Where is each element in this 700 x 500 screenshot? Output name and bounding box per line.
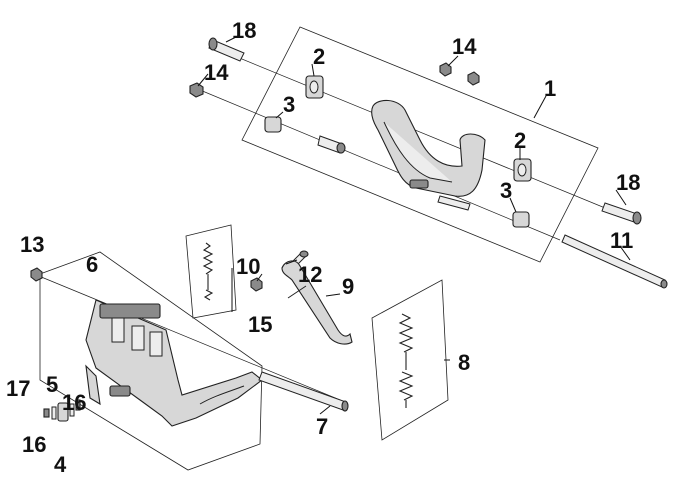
upper-assembly	[189, 26, 668, 289]
spring-8-frame	[371, 279, 449, 441]
callout-5: 5	[46, 372, 58, 397]
leader-lines	[197, 35, 631, 415]
callout-labels: 18 14 2 3 14 1 2 3 18 11 13 6 10 12 9 15…	[6, 18, 640, 477]
side-stand-9	[281, 260, 353, 345]
nut-15	[250, 277, 263, 292]
bushing-2-left	[305, 75, 324, 99]
collar-3-right	[512, 211, 530, 228]
callout-4: 4	[54, 452, 67, 477]
callout-18-right: 18	[616, 170, 640, 195]
callout-1: 1	[544, 76, 556, 101]
callout-2-top: 2	[313, 44, 325, 69]
nut-14-right	[439, 62, 480, 86]
pivot-bracket	[371, 99, 486, 211]
callout-8: 8	[458, 350, 470, 375]
callout-7: 7	[316, 414, 328, 439]
callout-17: 17	[6, 376, 30, 401]
spring-10	[202, 242, 214, 301]
callout-18-top-left: 18	[232, 18, 256, 43]
axle-11	[561, 234, 668, 289]
spring-8	[398, 313, 414, 408]
center-stand-6	[85, 299, 263, 427]
small-parts-cluster	[43, 399, 81, 422]
upper-assembly-frame	[241, 26, 599, 263]
callout-3-right: 3	[500, 178, 512, 203]
callout-11: 11	[610, 228, 633, 253]
callout-14-top-left: 14	[204, 60, 229, 85]
washer-16-right	[69, 403, 75, 417]
callout-14-top-right: 14	[452, 34, 477, 59]
callout-6: 6	[86, 252, 98, 277]
spacer-left	[317, 135, 346, 154]
callout-12: 12	[298, 262, 322, 287]
pin-17	[43, 408, 50, 418]
lower-assembly-frame	[39, 251, 263, 471]
callout-13: 13	[20, 232, 44, 257]
bolt-18-right	[601, 202, 642, 225]
callout-10: 10	[236, 254, 260, 279]
bolt-18-left	[208, 37, 245, 62]
callout-15: 15	[248, 312, 272, 337]
upper-axis-guide-2	[199, 89, 561, 241]
callout-16-lower: 16	[22, 432, 46, 457]
shaft-7	[258, 371, 349, 412]
collar-3-left	[264, 116, 282, 133]
lower-axis-guide	[33, 273, 346, 403]
washer-16-left	[51, 406, 57, 420]
nut-14-left	[189, 82, 204, 98]
collar-4	[57, 402, 69, 422]
callout-16-upper: 16	[62, 390, 86, 415]
callout-9: 9	[342, 274, 354, 299]
callout-3-top: 3	[283, 92, 295, 117]
spring-10-frame	[185, 224, 237, 319]
lower-assembly	[30, 251, 349, 471]
clip-5	[75, 399, 81, 411]
callout-2-right: 2	[514, 128, 526, 153]
nut-13	[30, 267, 43, 282]
side-stand-detail	[185, 224, 449, 441]
bushing-2-right	[513, 158, 532, 182]
